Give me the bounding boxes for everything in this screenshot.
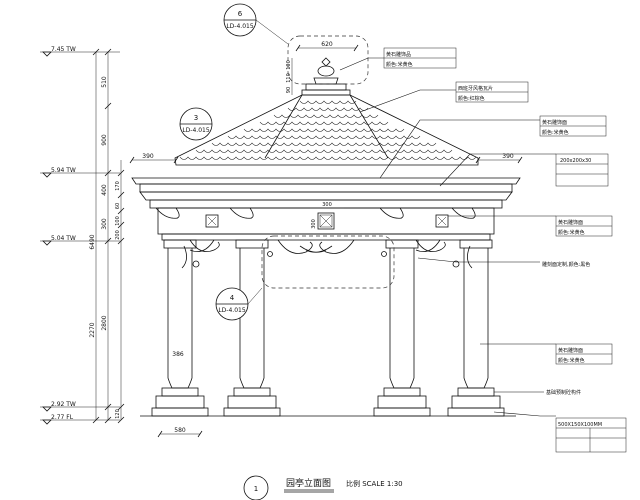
level-label: 7.45 TW	[51, 46, 76, 53]
note-text: 500X150X100MM	[558, 422, 602, 428]
note: 黄石雕饰面 颜色:米黄色	[539, 115, 607, 137]
note: 黄石雕饰面 颜色:米黄色	[555, 215, 613, 237]
dim-frieze-height: 300	[311, 219, 317, 229]
level-label: 2.92 TW	[51, 401, 76, 408]
note: 西班牙风格瓦片 颜色:红棕色	[455, 81, 529, 103]
columns	[140, 239, 516, 417]
callout-marker: 3 LD-4.015	[179, 107, 213, 141]
note-text: 雕刻面定制,颜色:黑色	[542, 261, 590, 268]
level-label: 5.04 TW	[51, 235, 76, 242]
note-text: 黄石雕饰品	[386, 51, 411, 58]
dim-total: 6490	[89, 234, 96, 249]
note-text: 基础预制砼构件	[546, 389, 581, 396]
dim-eave-right: 390	[502, 153, 514, 160]
note-text: 200x200x30	[560, 158, 591, 164]
callout-number: 4	[230, 294, 235, 302]
scroll-brackets	[181, 239, 473, 269]
callout-number: 3	[194, 114, 198, 122]
dim-finial-h3: 90	[286, 87, 292, 93]
drawing-scale: 比例 SCALE 1:30	[346, 479, 403, 488]
dim-120: 120	[115, 409, 121, 419]
dim-510: 510	[101, 76, 108, 88]
callout-ref: LD-4.015	[218, 307, 245, 314]
level-markers: 7.45 TW 5.94 TW 5.04 TW 2.92 TW 2.77 FL	[40, 46, 120, 425]
dim-300: 300	[101, 218, 108, 230]
dim-eave-left: 390	[142, 153, 154, 160]
dim-60: 60	[115, 203, 121, 209]
level-label: 2.77 FL	[51, 414, 74, 421]
column	[223, 239, 281, 417]
note: 黄石雕饰面 颜色:米黄色	[555, 343, 613, 365]
level-marker: 5.94 TW	[40, 167, 120, 178]
level-marker: 2.92 TW	[40, 401, 120, 412]
callout-ref: LD-4.015	[226, 23, 253, 30]
dim-finial-width: 620	[321, 41, 333, 48]
note-text: 黄石雕饰面	[558, 347, 583, 354]
leader-lines	[339, 57, 556, 417]
callout-marker: 6 LD-4.015	[223, 3, 289, 45]
title-block: 1 园亭立面图 比例 SCALE 1:30	[243, 475, 403, 500]
note-text: 颜色:米黄色	[386, 61, 413, 68]
note-labels: 黄石雕饰品 颜色:米黄色 西班牙风格瓦片 颜色:红棕色 黄石雕饰面 颜色:米黄色…	[383, 47, 627, 453]
column	[151, 239, 209, 417]
bottom-dimensions: 580 386	[157, 351, 203, 438]
level-label: 5.94 TW	[51, 167, 76, 174]
detail-bubbles	[261, 35, 395, 289]
callout-markers: 6 LD-4.015 3 LD-4.015 4 LD-4.015	[179, 3, 289, 321]
dim-frieze-width: 300	[322, 202, 332, 208]
dim-900: 900	[101, 134, 108, 146]
dim-2270: 2270	[89, 322, 96, 337]
note-text: 黄石雕饰面	[542, 119, 567, 126]
drawing-title: 园亭立面图	[286, 477, 331, 489]
note-text: 颜色:红棕色	[458, 95, 485, 102]
note: 雕刻面定制,颜色:黑色	[542, 261, 590, 268]
level-marker: 2.77 FL	[40, 414, 120, 425]
frieze-medallion	[435, 214, 449, 228]
note-text: 颜色:米黄色	[542, 129, 569, 136]
dim-2800: 2800	[101, 315, 108, 330]
note-text: 颜色:米黄色	[558, 229, 585, 236]
dim-column: 386	[172, 351, 184, 358]
left-dimension-lines: 6490 2270 510 900 400 300 2800 170 60 10…	[89, 48, 125, 424]
dim-base-width: 580	[174, 427, 186, 434]
dim-finial-h1: 100	[286, 60, 292, 70]
note: 200x200x30	[555, 153, 609, 187]
frieze-medallion	[205, 214, 219, 228]
roof-tiles	[179, 100, 477, 160]
roof	[174, 57, 479, 166]
cornice: 300 300	[131, 177, 521, 241]
note-text: 黄石雕饰面	[558, 219, 583, 226]
dim-finial-h2: 110	[286, 73, 292, 83]
note-text: 西班牙风格瓦片	[458, 85, 493, 92]
note: 基础预制砼构件	[546, 389, 581, 396]
finial	[301, 57, 351, 96]
column	[373, 239, 431, 417]
callout-ref: LD-4.015	[182, 127, 209, 134]
callout-marker: 4 LD-4.015	[215, 287, 263, 321]
column	[447, 239, 505, 417]
dim-400: 400	[101, 184, 108, 196]
frieze-medallion	[317, 212, 335, 230]
title-number: 1	[254, 485, 258, 493]
level-marker: 7.45 TW	[40, 46, 120, 57]
note: 500X150X100MM	[555, 417, 627, 453]
note-text: 颜色:米黄色	[558, 357, 585, 364]
dim-200: 200	[115, 230, 121, 240]
callout-number: 6	[238, 10, 243, 18]
dim-170: 170	[115, 181, 121, 191]
level-marker: 5.04 TW	[40, 235, 120, 246]
dim-100: 100	[115, 216, 121, 226]
note: 黄石雕饰品 颜色:米黄色	[383, 47, 457, 69]
top-dimensions: 620 100 110 90 390 390	[129, 41, 523, 164]
